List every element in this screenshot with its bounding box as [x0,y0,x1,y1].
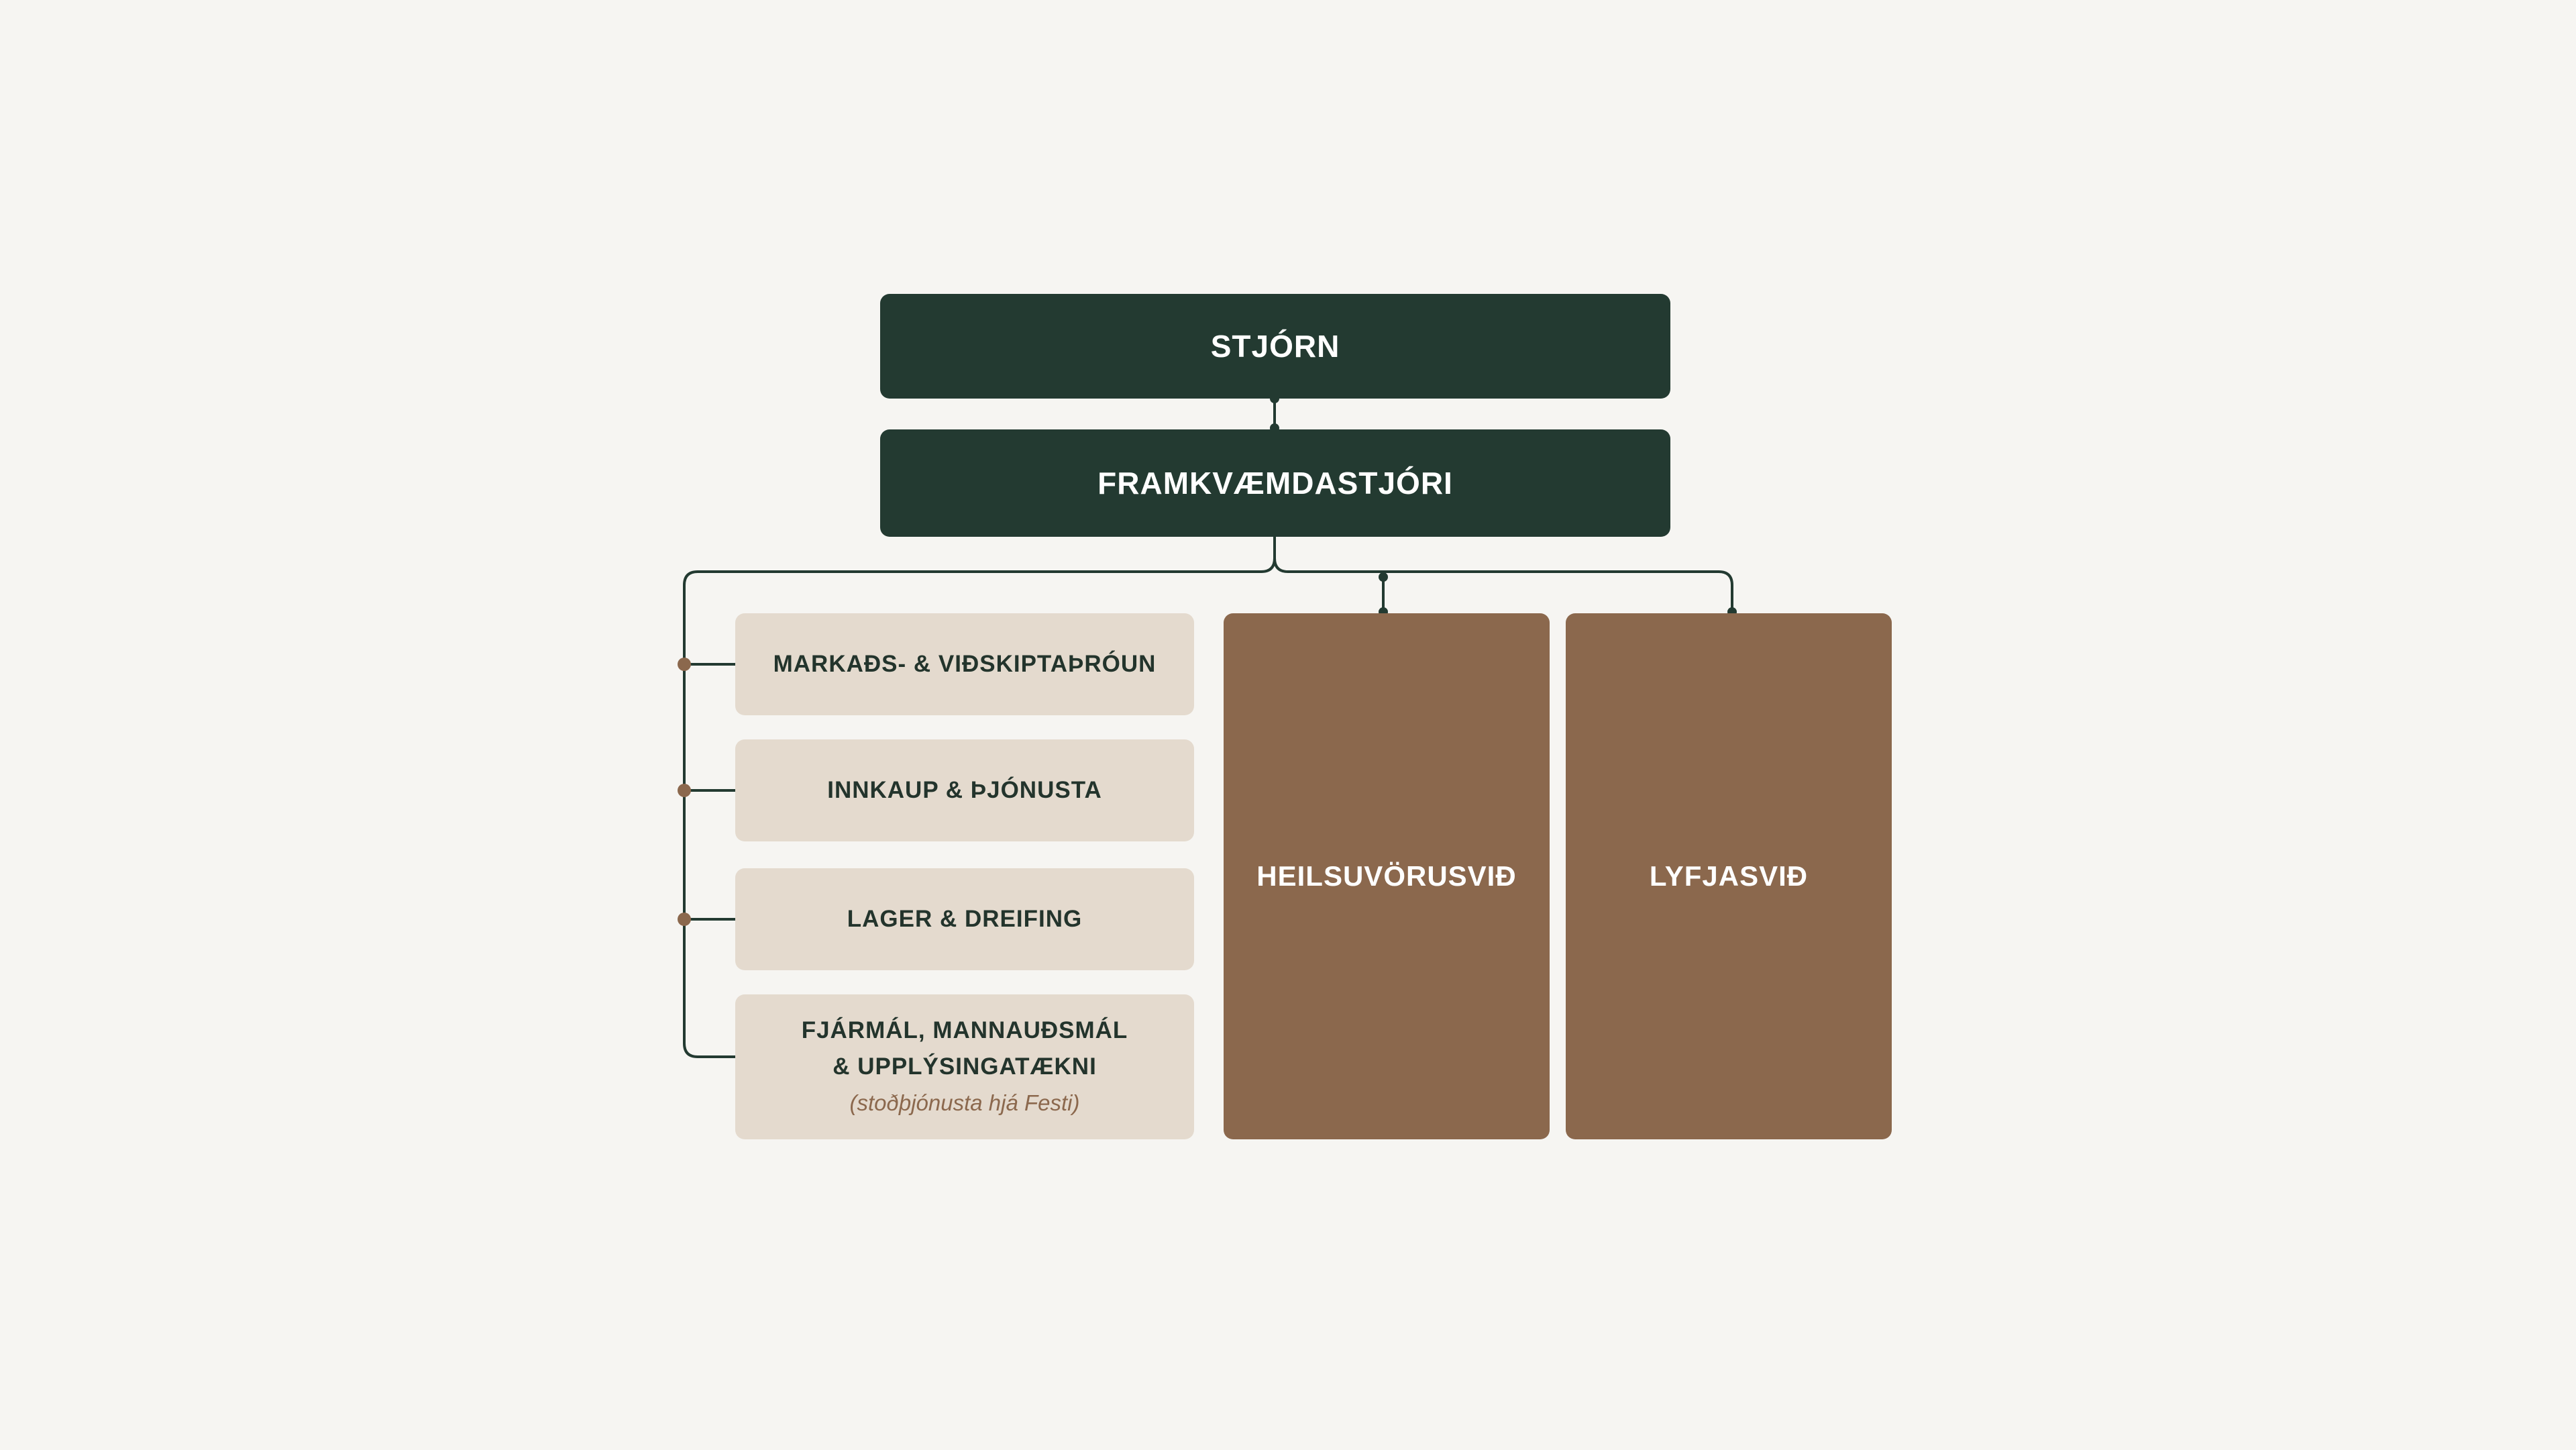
connector-ceo-right [1273,537,1733,612]
support-unit-note: (stoðþjónusta hjá Festi) [849,1090,1080,1115]
support-unit-label: INNKAUP & ÞJÓNUSTA [827,777,1102,803]
support-unit-label: FJÁRMÁL, MANNAUÐSMÁL [801,1017,1128,1043]
ceo-box: FRAMKVÆMDASTJÓRI [880,429,1670,537]
connector-dot [678,784,691,797]
division-label: HEILSUVÖRUSVIÐ [1256,860,1517,892]
board-box: STJÓRN [880,294,1670,399]
division-pharmaceuticals: LYFJASVIÐ [1566,613,1892,1139]
support-unit-purchasing: INNKAUP & ÞJÓNUSTA [735,739,1194,841]
connector-dot [1379,572,1388,582]
support-unit-label-line2: & UPPLÝSINGATÆKNI [833,1053,1097,1080]
connector-dot [678,658,691,671]
connector-dot [678,913,691,926]
support-unit-finance: FJÁRMÁL, MANNAUÐSMÁL & UPPLÝSINGATÆKNI (… [735,994,1194,1139]
support-unit-label: MARKAÐS- & VIÐSKIPTAÞRÓUN [773,651,1157,677]
ceo-label: FRAMKVÆMDASTJÓRI [1097,466,1453,501]
division-label: LYFJASVIÐ [1649,860,1809,892]
division-health-products: HEILSUVÖRUSVIÐ [1224,613,1550,1139]
support-unit-label: LAGER & DREIFING [847,906,1083,932]
connector-ceo-left [683,537,1276,1058]
support-unit-warehouse: LAGER & DREIFING [735,868,1194,970]
board-label: STJÓRN [1210,329,1340,364]
support-unit-marketing: MARKAÐS- & VIÐSKIPTAÞRÓUN [735,613,1194,715]
